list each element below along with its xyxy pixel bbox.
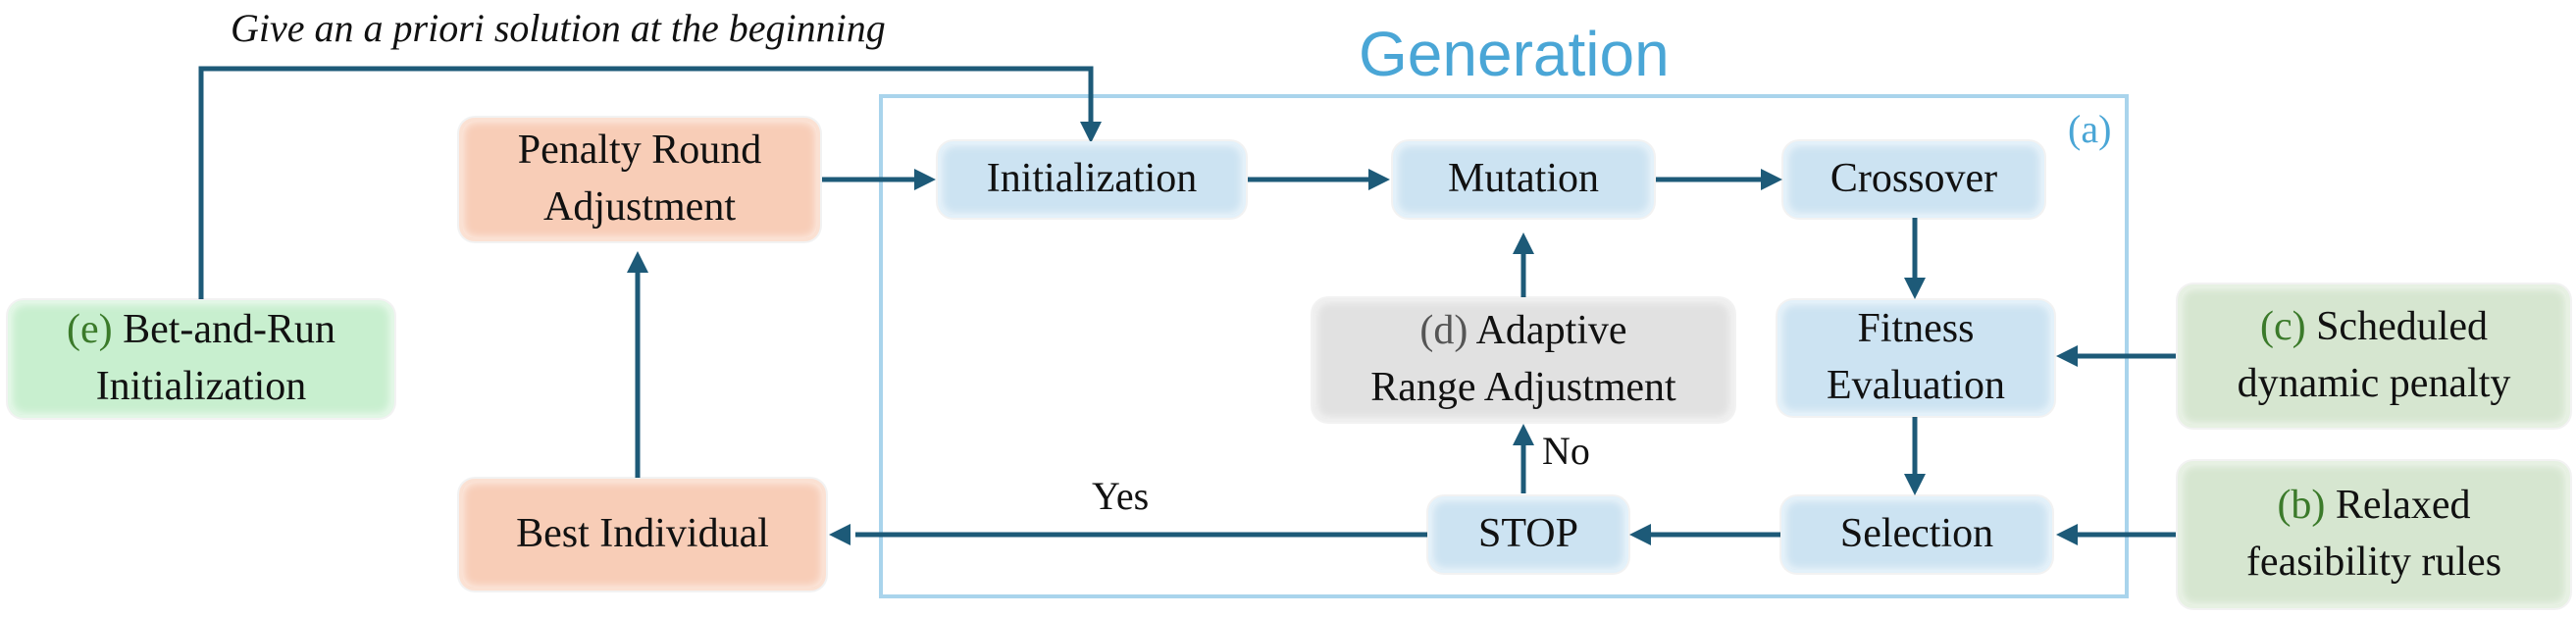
scheduled-dynamic-penalty-node: (c) Scheduled dynamic penalty xyxy=(2178,284,2570,428)
adaptive-prefix: (d) xyxy=(1419,308,1468,354)
relaxed-prefix: (b) xyxy=(2277,483,2326,529)
adaptive-range-adjustment-node: (d) Adaptive Range Adjustment xyxy=(1313,298,1734,422)
arrowhead-fitness-right xyxy=(2056,345,2078,367)
arrowhead-selection-right xyxy=(2056,524,2078,545)
edge-bet-run-to-initialization xyxy=(198,66,1094,299)
fitness-evaluation-node: Fitness Evaluation xyxy=(1777,300,2054,416)
adaptive-line1: Adaptive xyxy=(1475,308,1627,354)
scheduled-line1: Scheduled xyxy=(2316,304,2489,350)
generation-tag: (a) xyxy=(2068,107,2112,151)
bet-and-run-prefix: (e) xyxy=(66,307,113,353)
initialization-label: Initialization xyxy=(986,156,1198,202)
fitness-line2: Evaluation xyxy=(1827,363,2005,408)
relaxed-line2: feasibility rules xyxy=(2245,540,2502,585)
arrowhead-fitness-top xyxy=(1904,278,1926,299)
selection-node: Selection xyxy=(1781,496,2052,573)
best-individual-node: Best Individual xyxy=(459,479,826,591)
arrowhead-adaptive-bottom xyxy=(1513,424,1534,445)
penalty-round-line2: Adjustment xyxy=(543,184,736,230)
relaxed-line1: Relaxed xyxy=(2335,483,2471,529)
edge-label-yes: Yes xyxy=(1092,474,1150,518)
arrowhead-initialization-left xyxy=(914,169,936,190)
stop-node: STOP xyxy=(1428,496,1628,573)
scheduled-line2: dynamic penalty xyxy=(2237,361,2511,406)
arrowhead-selection-top xyxy=(1904,474,1926,495)
arrowhead-stop-right xyxy=(1629,524,1651,545)
top-note: Give an a priori solution at the beginni… xyxy=(231,6,886,50)
relaxed-feasibility-rules-node: (b) Relaxed feasibility rules xyxy=(2178,461,2570,608)
mutation-label: Mutation xyxy=(1448,156,1599,202)
penalty-round-adjustment-node: Penalty Round Adjustment xyxy=(459,118,820,241)
best-individual-label: Best Individual xyxy=(516,511,769,557)
arrowheads xyxy=(627,122,2078,545)
edge-label-no: No xyxy=(1542,429,1590,473)
generation-frame xyxy=(879,94,2129,598)
connectors xyxy=(198,66,2176,538)
arrowhead-mutation-left xyxy=(1368,169,1390,190)
crossover-node: Crossover xyxy=(1783,141,2044,218)
generation-title: Generation xyxy=(1359,19,1670,89)
scheduled-prefix: (c) xyxy=(2259,304,2306,350)
arrowhead-crossover-left xyxy=(1761,169,1782,190)
arrowhead-best-right xyxy=(829,524,850,545)
fitness-line1: Fitness xyxy=(1857,306,1975,352)
stop-label: STOP xyxy=(1478,511,1578,557)
bet-and-run-line1: Bet-and-Run xyxy=(123,307,336,353)
crossover-label: Crossover xyxy=(1829,156,1998,202)
arrowhead-initialization-top xyxy=(1080,122,1102,143)
adaptive-line2: Range Adjustment xyxy=(1370,365,1676,410)
arrowhead-mutation-bottom xyxy=(1513,232,1534,254)
selection-label: Selection xyxy=(1839,511,1994,557)
bet-and-run-line2: Initialization xyxy=(95,364,307,409)
mutation-node: Mutation xyxy=(1393,141,1654,218)
penalty-round-line1: Penalty Round xyxy=(517,128,762,174)
initialization-node: Initialization xyxy=(938,141,1246,218)
arrowhead-penalty-bottom xyxy=(627,251,648,273)
bet-and-run-node: (e) Bet-and-Run Initialization xyxy=(8,300,394,418)
